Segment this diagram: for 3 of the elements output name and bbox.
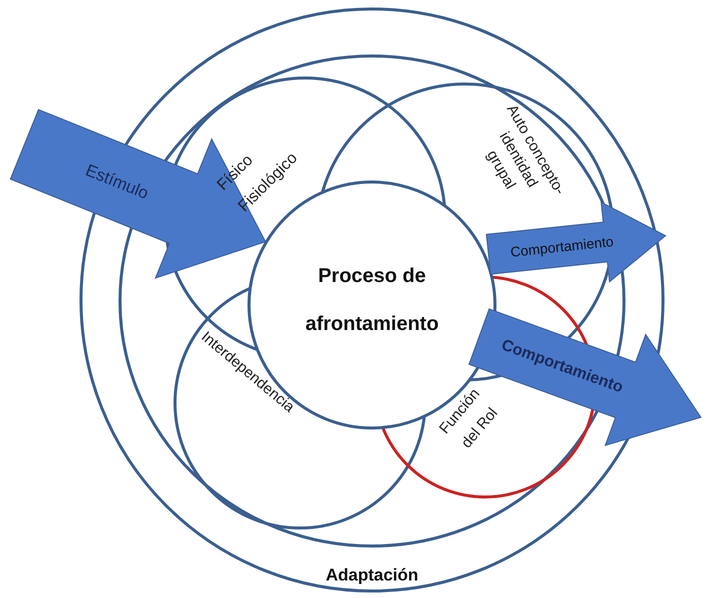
arrow-label: Comportamiento bbox=[508, 232, 616, 262]
center-label: Proceso de afrontamiento bbox=[304, 264, 440, 337]
circle-label: Adaptación bbox=[324, 564, 420, 586]
